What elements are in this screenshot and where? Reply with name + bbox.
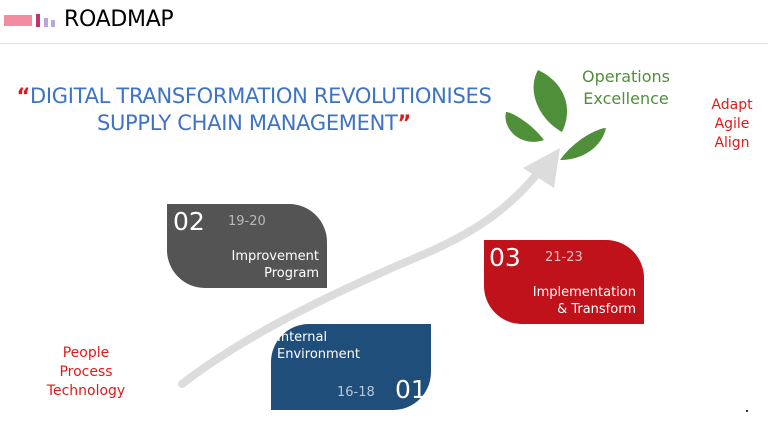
headline-line-2: SUPPLY CHAIN MANAGEMENT” — [96, 111, 412, 135]
growth-arrow-head — [523, 148, 560, 188]
pillars-list: People Process Technology — [46, 345, 126, 399]
goal-operations-excellence: Operations Excellence — [582, 67, 670, 108]
phase-number: 01 — [395, 375, 427, 404]
headline-line-1: “DIGITAL TRANSFORMATION REVOLUTIONISES — [16, 84, 492, 108]
page-title: ROADMAP — [64, 7, 174, 32]
logo-bars-icon — [4, 14, 55, 27]
phase-years: 19-20 — [228, 214, 266, 229]
values-list: Adapt Agile Align — [711, 97, 753, 151]
slide-marker-dot — [746, 410, 748, 412]
leaf-icon — [505, 70, 606, 160]
phase-02-card: 02 19-20 Improvement Program — [167, 204, 327, 288]
phase-01-card: Internal Environment 16-18 01 — [271, 324, 431, 410]
phase-description: Internal Environment — [277, 330, 361, 362]
growth-arrow-shaft — [178, 156, 552, 388]
header-bar: ROADMAP — [0, 0, 768, 44]
phase-years: 16-18 — [337, 385, 375, 400]
phase-years: 21-23 — [545, 250, 583, 265]
headline: “DIGITAL TRANSFORMATION REVOLUTIONISES S… — [0, 83, 508, 137]
close-quote: ” — [397, 111, 412, 135]
open-quote: “ — [16, 84, 31, 108]
phase-description: Implementation & Transform — [532, 285, 636, 317]
phase-03-card: 03 21-23 Implementation & Transform — [484, 240, 644, 324]
phase-description: Improvement Program — [231, 249, 319, 281]
phase-number: 02 — [173, 207, 205, 236]
phase-number: 03 — [489, 243, 521, 272]
